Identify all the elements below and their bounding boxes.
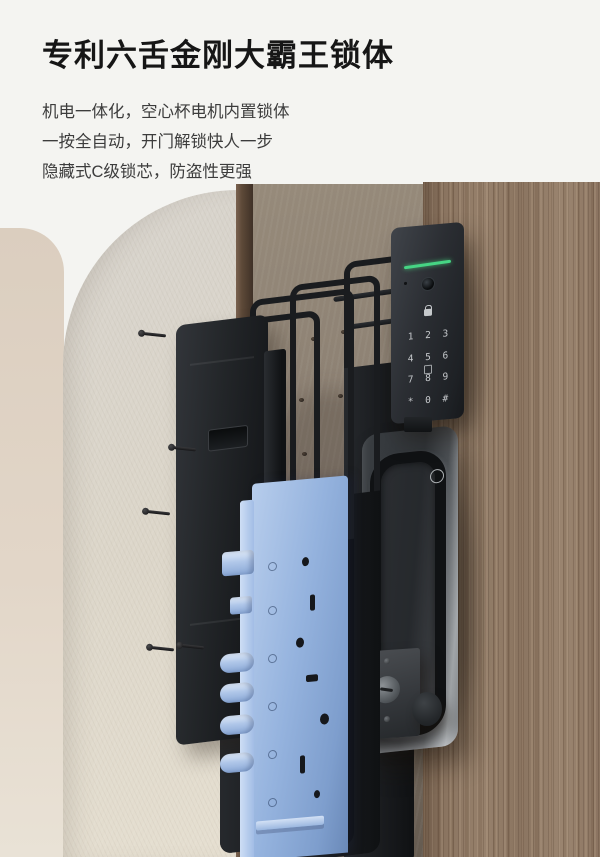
panel-screw-dot (302, 452, 307, 456)
feature-line-3: 隐藏式C级锁芯，防盗性更强 (42, 163, 252, 181)
key-2: 2 (425, 329, 431, 342)
key-6: 6 (442, 349, 449, 362)
camera-lens-icon (421, 276, 435, 292)
key-0: 0 (425, 394, 431, 406)
key-5: 5 (425, 351, 431, 363)
lock-body-plate (252, 475, 348, 857)
cylinder-screw (384, 715, 390, 723)
beige-wall-panel (0, 228, 64, 857)
key-7: 7 (407, 374, 414, 386)
lock-body-blue (220, 475, 356, 857)
key-4: 4 (407, 352, 414, 365)
escutcheon-knob (412, 692, 442, 726)
lock-icon (424, 308, 432, 317)
deadbolt (222, 549, 254, 577)
keypad-cable-connector (404, 417, 432, 432)
mechanism-slot (306, 674, 318, 683)
fingerprint-window-icon (424, 364, 432, 375)
panel-screw-dot (338, 394, 343, 398)
mechanism-slot (300, 755, 305, 774)
latch-bolt (230, 595, 252, 615)
key-3: 3 (442, 328, 449, 340)
page-title: 专利六舌金刚大霸王锁体 (42, 38, 394, 73)
mechanism-slot (310, 594, 315, 611)
panel-screw-dot (291, 323, 296, 327)
panel-screw-dot (341, 330, 346, 334)
battery-window (208, 424, 248, 452)
mic-pinhole-icon (404, 281, 407, 285)
key-hash: # (442, 392, 449, 405)
key-8: 8 (425, 372, 431, 385)
panel-seam (190, 356, 254, 366)
panel-screw-dot (299, 398, 304, 402)
key-9: 9 (442, 371, 449, 383)
panel-screw-dot (311, 337, 316, 341)
status-led-strip (403, 259, 452, 269)
key-star: * (407, 395, 414, 408)
keypad-unit: 1 2 3 4 5 6 7 8 9 * 0 # (391, 221, 464, 425)
feature-line-2: 一按全自动，开门解锁快人一步 (42, 133, 273, 151)
header: 专利六舌金刚大霸王锁体 机电一体化，空心杯电机内置锁体 一按全自动，开门解锁快人… (42, 30, 394, 187)
cylinder-screw (384, 657, 390, 665)
key-1: 1 (407, 331, 414, 343)
feature-line-1: 机电一体化，空心杯电机内置锁体 (42, 103, 290, 121)
